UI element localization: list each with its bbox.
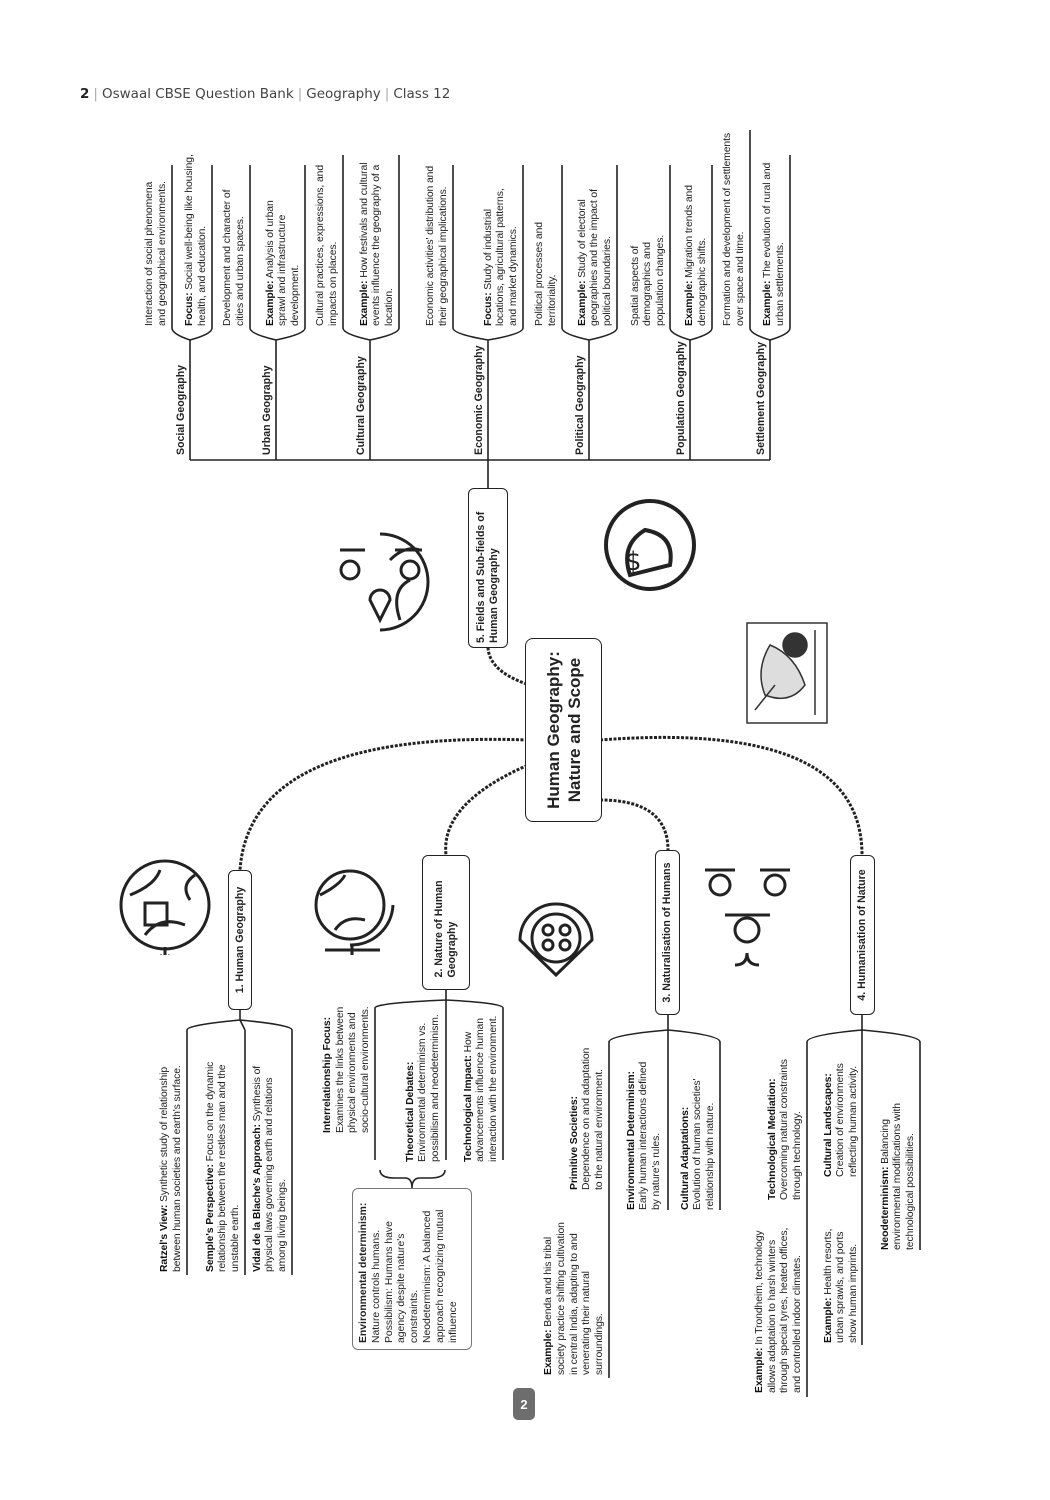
branch-label: Human Geography	[488, 548, 500, 643]
branch-braces	[186, 990, 921, 1397]
leaf-cultural-adaptations: Cultural Adaptations:Evolution of human …	[679, 1078, 717, 1210]
box-line: Nature controls humans.	[370, 1229, 382, 1343]
leaf-political-2: Example: Study of electoral geographies …	[576, 189, 614, 326]
branch-label: 5. Fields and Sub-fields of	[475, 511, 487, 643]
box-heading: Environmental determinism:	[358, 1202, 369, 1343]
leaf-settlement-1: Formation and development of settlements…	[722, 133, 747, 326]
leaf-example-benda: Example: Benda and his tribal society pr…	[543, 1222, 606, 1375]
leaf-urban-1: Development and character of cities and …	[222, 189, 247, 326]
leaf-political-1: Political processes and territoriality.	[534, 222, 559, 326]
leaf-theoretical-debates: Theoretical Debates:Environmental determ…	[404, 1014, 442, 1162]
branch-human-geography: 1. Human Geography	[228, 870, 252, 1010]
leaf-population-1: Spatial aspects of demographics and popu…	[629, 234, 667, 326]
leaf-neodeterminism: Neodeterminism: Balancing environmental …	[879, 1103, 917, 1250]
location-pin-people-icon	[518, 902, 594, 978]
leaf-interrelationship: Interrelationship Focus:Examines the lin…	[321, 1006, 372, 1133]
subfield-social: Social Geography	[175, 364, 187, 455]
branch-nature-of-human-geography: 2. Nature of Human Geography	[422, 855, 470, 990]
leaf-technological-mediation: Technological Mediation:Overcoming natur…	[766, 1059, 804, 1200]
page-header: 2|Oswaal CBSE Question Bank|Geography|Cl…	[80, 86, 451, 102]
leaf-social-2: Focus: Social well-being like housing, h…	[184, 154, 209, 326]
leaf-semple: Semple's Perspective: Focus on the dynam…	[204, 1061, 242, 1272]
box-line: Possibilism: Humans have agency despite …	[383, 1221, 421, 1343]
globe-house-icon	[119, 859, 211, 955]
header-subject: Geography	[306, 86, 381, 102]
leaf-economic-1: Economic activities' distribution and th…	[425, 166, 450, 326]
leaf-economic-2: Focus: Study of industrial locations, ag…	[482, 188, 520, 326]
header-class: Class 12	[393, 86, 451, 102]
globe-on-stand-icon	[314, 869, 395, 955]
leaf-urban-2: Example: Analysis of urban sprawl and in…	[264, 200, 302, 326]
globe-people-pin-icon	[339, 532, 430, 632]
central-topic-line1: Human Geography:	[543, 651, 563, 809]
leaf-population-2: Example: Migration trends and demographi…	[684, 185, 709, 326]
header-page-number: 2	[80, 86, 90, 102]
leaf-ratzel: Ratzel's View: Synthetic study of relati…	[159, 1065, 184, 1272]
subfield-population: Population Geography	[675, 341, 687, 455]
leaf-primitive-societies: Primitive Societies:Dependence on and ad…	[568, 1047, 606, 1190]
leaf-vidal: Vidal de la Blache's Approach: Synthesis…	[251, 1065, 289, 1272]
leaf-cultural-2: Example: How festivals and cultural even…	[358, 162, 396, 326]
branch-naturalisation-of-humans: 3. Naturalisation of Humans	[655, 850, 680, 1015]
field-braces	[171, 130, 791, 460]
branch-label: 4. Humanisation of Nature	[856, 869, 868, 1001]
leaf-example-health-resorts: Example: Health resorts, urban sprawls, …	[822, 1228, 860, 1343]
environmental-determinism-box: Environmental determinism: Nature contro…	[352, 1188, 472, 1350]
rope-connectors	[238, 647, 864, 871]
subfield-cultural: Cultural Geography	[355, 356, 367, 455]
leaf-cultural-1: Cultural practices, expressions, and imp…	[315, 165, 340, 326]
leaf-cultural-landscapes: Cultural Landscapes:Creation of environm…	[822, 1063, 860, 1177]
header-book: Oswaal CBSE Question Bank	[101, 86, 294, 102]
central-topic-line2: Nature and Scope	[564, 657, 584, 803]
globe-dollar-icon: $	[604, 499, 696, 591]
leaf-example-trondheim: Example: In Trondheim, technology allows…	[753, 1227, 804, 1393]
subfield-political: Political Geography	[574, 355, 586, 456]
person-sketch-illustration	[746, 622, 828, 724]
branch-label: 1. Human Geography	[233, 886, 246, 994]
branch-fields-and-subfields: 5. Fields and Sub-fields of Human Geogra…	[468, 488, 508, 648]
subfield-economic: Economic Geography	[473, 345, 485, 456]
leaf-environmental-determinism: Environmental Determinism:Early human in…	[625, 1061, 663, 1210]
page-number-badge: 2	[513, 1388, 535, 1420]
leaf-settlement-2: Example: The evolution of rural and urba…	[762, 162, 787, 326]
subfield-settlement: Settlement Geography	[755, 341, 767, 455]
leaf-technological-impact: Technological Impact: How advancements i…	[462, 1015, 500, 1162]
branch-humanisation-of-nature: 4. Humanisation of Nature	[850, 855, 875, 1015]
page-number: 2	[520, 1396, 528, 1412]
svg-text:$: $	[625, 547, 642, 577]
branch-label: 3. Naturalisation of Humans	[661, 862, 673, 1003]
central-topic: Human Geography: Nature and Scope	[525, 638, 602, 822]
family-people-icon	[705, 868, 790, 967]
branch-label: 2. Nature of Human Geography	[433, 880, 458, 978]
box-line: Neodeterminism: A balanced approach reco…	[421, 1209, 459, 1343]
leaf-social-1: Interaction of social phenomena and geog…	[144, 181, 169, 326]
subfield-urban: Urban Geography	[261, 365, 273, 455]
